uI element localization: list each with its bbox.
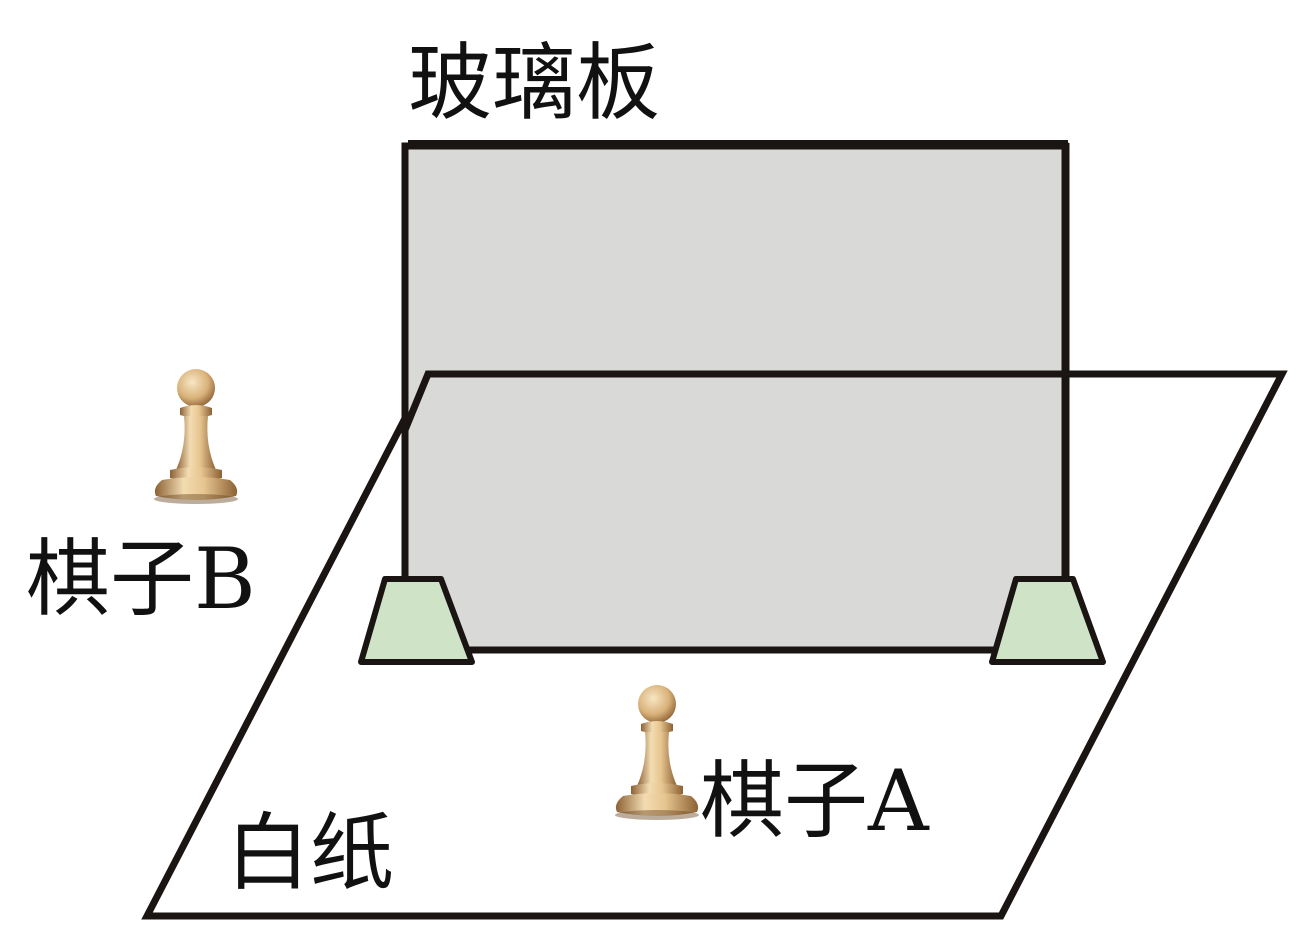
left-stand <box>358 576 475 665</box>
glass-plate <box>401 142 1069 654</box>
white-paper-label: 白纸 <box>226 804 394 902</box>
piece-b-label: 棋子B <box>26 530 256 628</box>
piece-a-label: 棋子A <box>700 752 930 850</box>
glass-plate-label: 玻璃板 <box>408 34 660 132</box>
chess-pawn-b-icon <box>154 369 238 504</box>
right-stand <box>989 576 1106 665</box>
paper-back-edge <box>401 370 1065 432</box>
